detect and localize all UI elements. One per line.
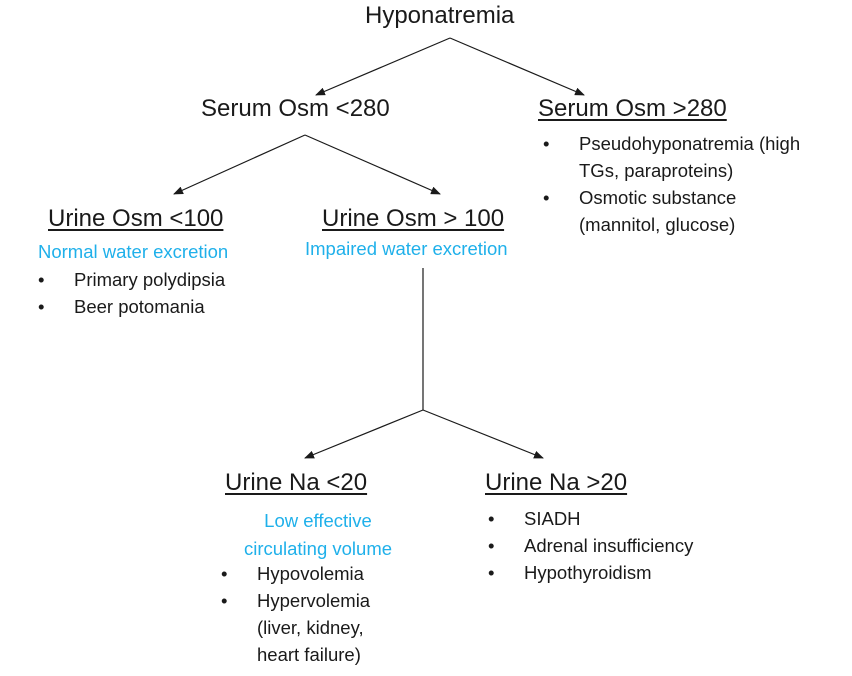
list-item: Osmotic substance (mannitol, glucose) [543, 184, 800, 238]
low-osm-heading: Serum Osm <280 [201, 95, 390, 122]
list-item: SIADH [488, 505, 693, 532]
urine-low-heading: Urine Osm <100 [48, 205, 224, 232]
arrow-low-osm-to-urine-low [173, 134, 306, 195]
urine-high-note: Impaired water excretion [305, 238, 508, 259]
list-item: Beer potomania [38, 293, 225, 320]
na-low-list: Hypovolemia Hypervolemia (liver, kidney,… [221, 560, 370, 668]
na-high-heading: Urine Na >20 [485, 469, 628, 496]
urine-high-heading: Urine Osm > 100 [322, 205, 505, 232]
arrow-to-na-high [422, 409, 544, 459]
urine-low-note: Normal water excretion [38, 241, 229, 262]
arrow-root-to-high-osm [449, 37, 585, 96]
arrow-low-osm-to-urine-high [304, 134, 441, 195]
high-osm-list: Pseudohyponatremia (high TGs, paraprotei… [543, 130, 800, 238]
list-item: Pseudohyponatremia (high TGs, paraprotei… [543, 130, 800, 184]
high-osm-heading: Serum Osm >280 [538, 95, 727, 122]
na-high-list: SIADH Adrenal insufficiency Hypothyroidi… [488, 505, 693, 586]
list-item: Primary polydipsia [38, 266, 225, 293]
list-item: Hypothyroidism [488, 559, 693, 586]
urine-low-list: Primary polydipsia Beer potomania [38, 266, 225, 320]
root-title: Hyponatremia [365, 2, 515, 29]
list-item: Hypervolemia (liver, kidney, heart failu… [221, 587, 370, 668]
list-item: Adrenal insufficiency [488, 532, 693, 559]
list-item: Hypovolemia [221, 560, 370, 587]
arrow-to-na-low [304, 409, 424, 459]
arrow-root-to-low-osm [315, 37, 451, 96]
na-low-note: Low effective circulating volume [243, 510, 393, 559]
na-low-heading: Urine Na <20 [225, 469, 368, 496]
